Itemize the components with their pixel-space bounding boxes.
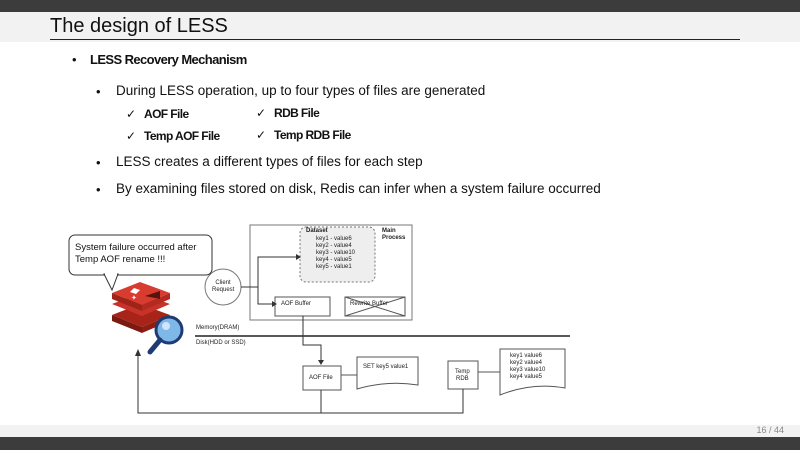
check-item: ✓AOF File — [126, 107, 189, 121]
sub-bullet-3: By examining files stored on disk, Redis… — [116, 181, 601, 196]
disk-label: Disk(HDD or SSD) — [196, 340, 246, 346]
rewrite-buffer-label: Rewrite Buffer — [350, 301, 388, 307]
magnifier-icon — [147, 315, 184, 355]
bullet-dot: • — [96, 182, 101, 197]
aof-file-box — [302, 365, 342, 391]
callout-text: System failure occurred after Temp AOF r… — [75, 242, 197, 265]
slide-title: The design of LESS — [50, 15, 228, 37]
client-request-label: Client Request — [212, 280, 235, 293]
top-bar — [0, 0, 800, 12]
check-icon: ✓ — [126, 107, 136, 121]
aof-buffer-label: AOF Buffer — [281, 301, 311, 307]
check-item: ✓RDB File — [256, 106, 320, 120]
sub-bullet-1: During LESS operation, up to four types … — [116, 83, 486, 98]
dataset-rows: key1 - value6 key2 - value4 key3 - value… — [316, 236, 356, 270]
bullet-main: LESS Recovery Mechanism — [90, 52, 247, 67]
dataset-title: Dataset — [306, 228, 328, 234]
bullet-dot: • — [96, 155, 101, 170]
buffer-to-file-arrow — [302, 316, 322, 360]
client-to-dataset-arrow — [241, 256, 296, 288]
temp-rdb-box — [447, 360, 479, 390]
check-item: ✓Temp AOF File — [126, 129, 220, 143]
callout-bubble — [68, 234, 213, 276]
aof-file-label: AOF File — [309, 375, 333, 381]
dataset-box — [299, 226, 376, 283]
main-process-label: Main Process — [382, 228, 406, 241]
bottom-bar — [0, 437, 800, 450]
aof-file-content-box — [356, 356, 419, 390]
check-icon: ✓ — [256, 106, 266, 120]
aof-file-content: SET key5 value1 — [363, 364, 409, 370]
svg-text:✦: ✦ — [131, 294, 137, 302]
temp-rdb-content-box — [499, 348, 566, 396]
temp-rdb-label: Temp RDB — [455, 369, 470, 382]
memory-label: Memory(DRAM) — [196, 325, 240, 331]
bullet-dot: • — [72, 52, 77, 67]
temp-rdb-rows: key1 value6 key2 value4 key3 value10 key… — [510, 353, 546, 380]
disk-to-redis-line — [137, 352, 322, 414]
check-icon: ✓ — [126, 129, 136, 143]
check-item: ✓Temp RDB File — [256, 128, 351, 142]
bullet-dot: • — [96, 84, 101, 99]
client-to-buffer-arrow — [257, 287, 272, 305]
page-number: 16 / 44 — [756, 425, 784, 435]
title-bar — [0, 12, 800, 42]
title-underline — [50, 39, 740, 40]
sub-bullet-2: LESS creates a different types of files … — [116, 154, 423, 169]
rewrite-cross — [344, 296, 406, 317]
check-icon: ✓ — [256, 128, 266, 142]
footer-bar — [0, 425, 800, 437]
